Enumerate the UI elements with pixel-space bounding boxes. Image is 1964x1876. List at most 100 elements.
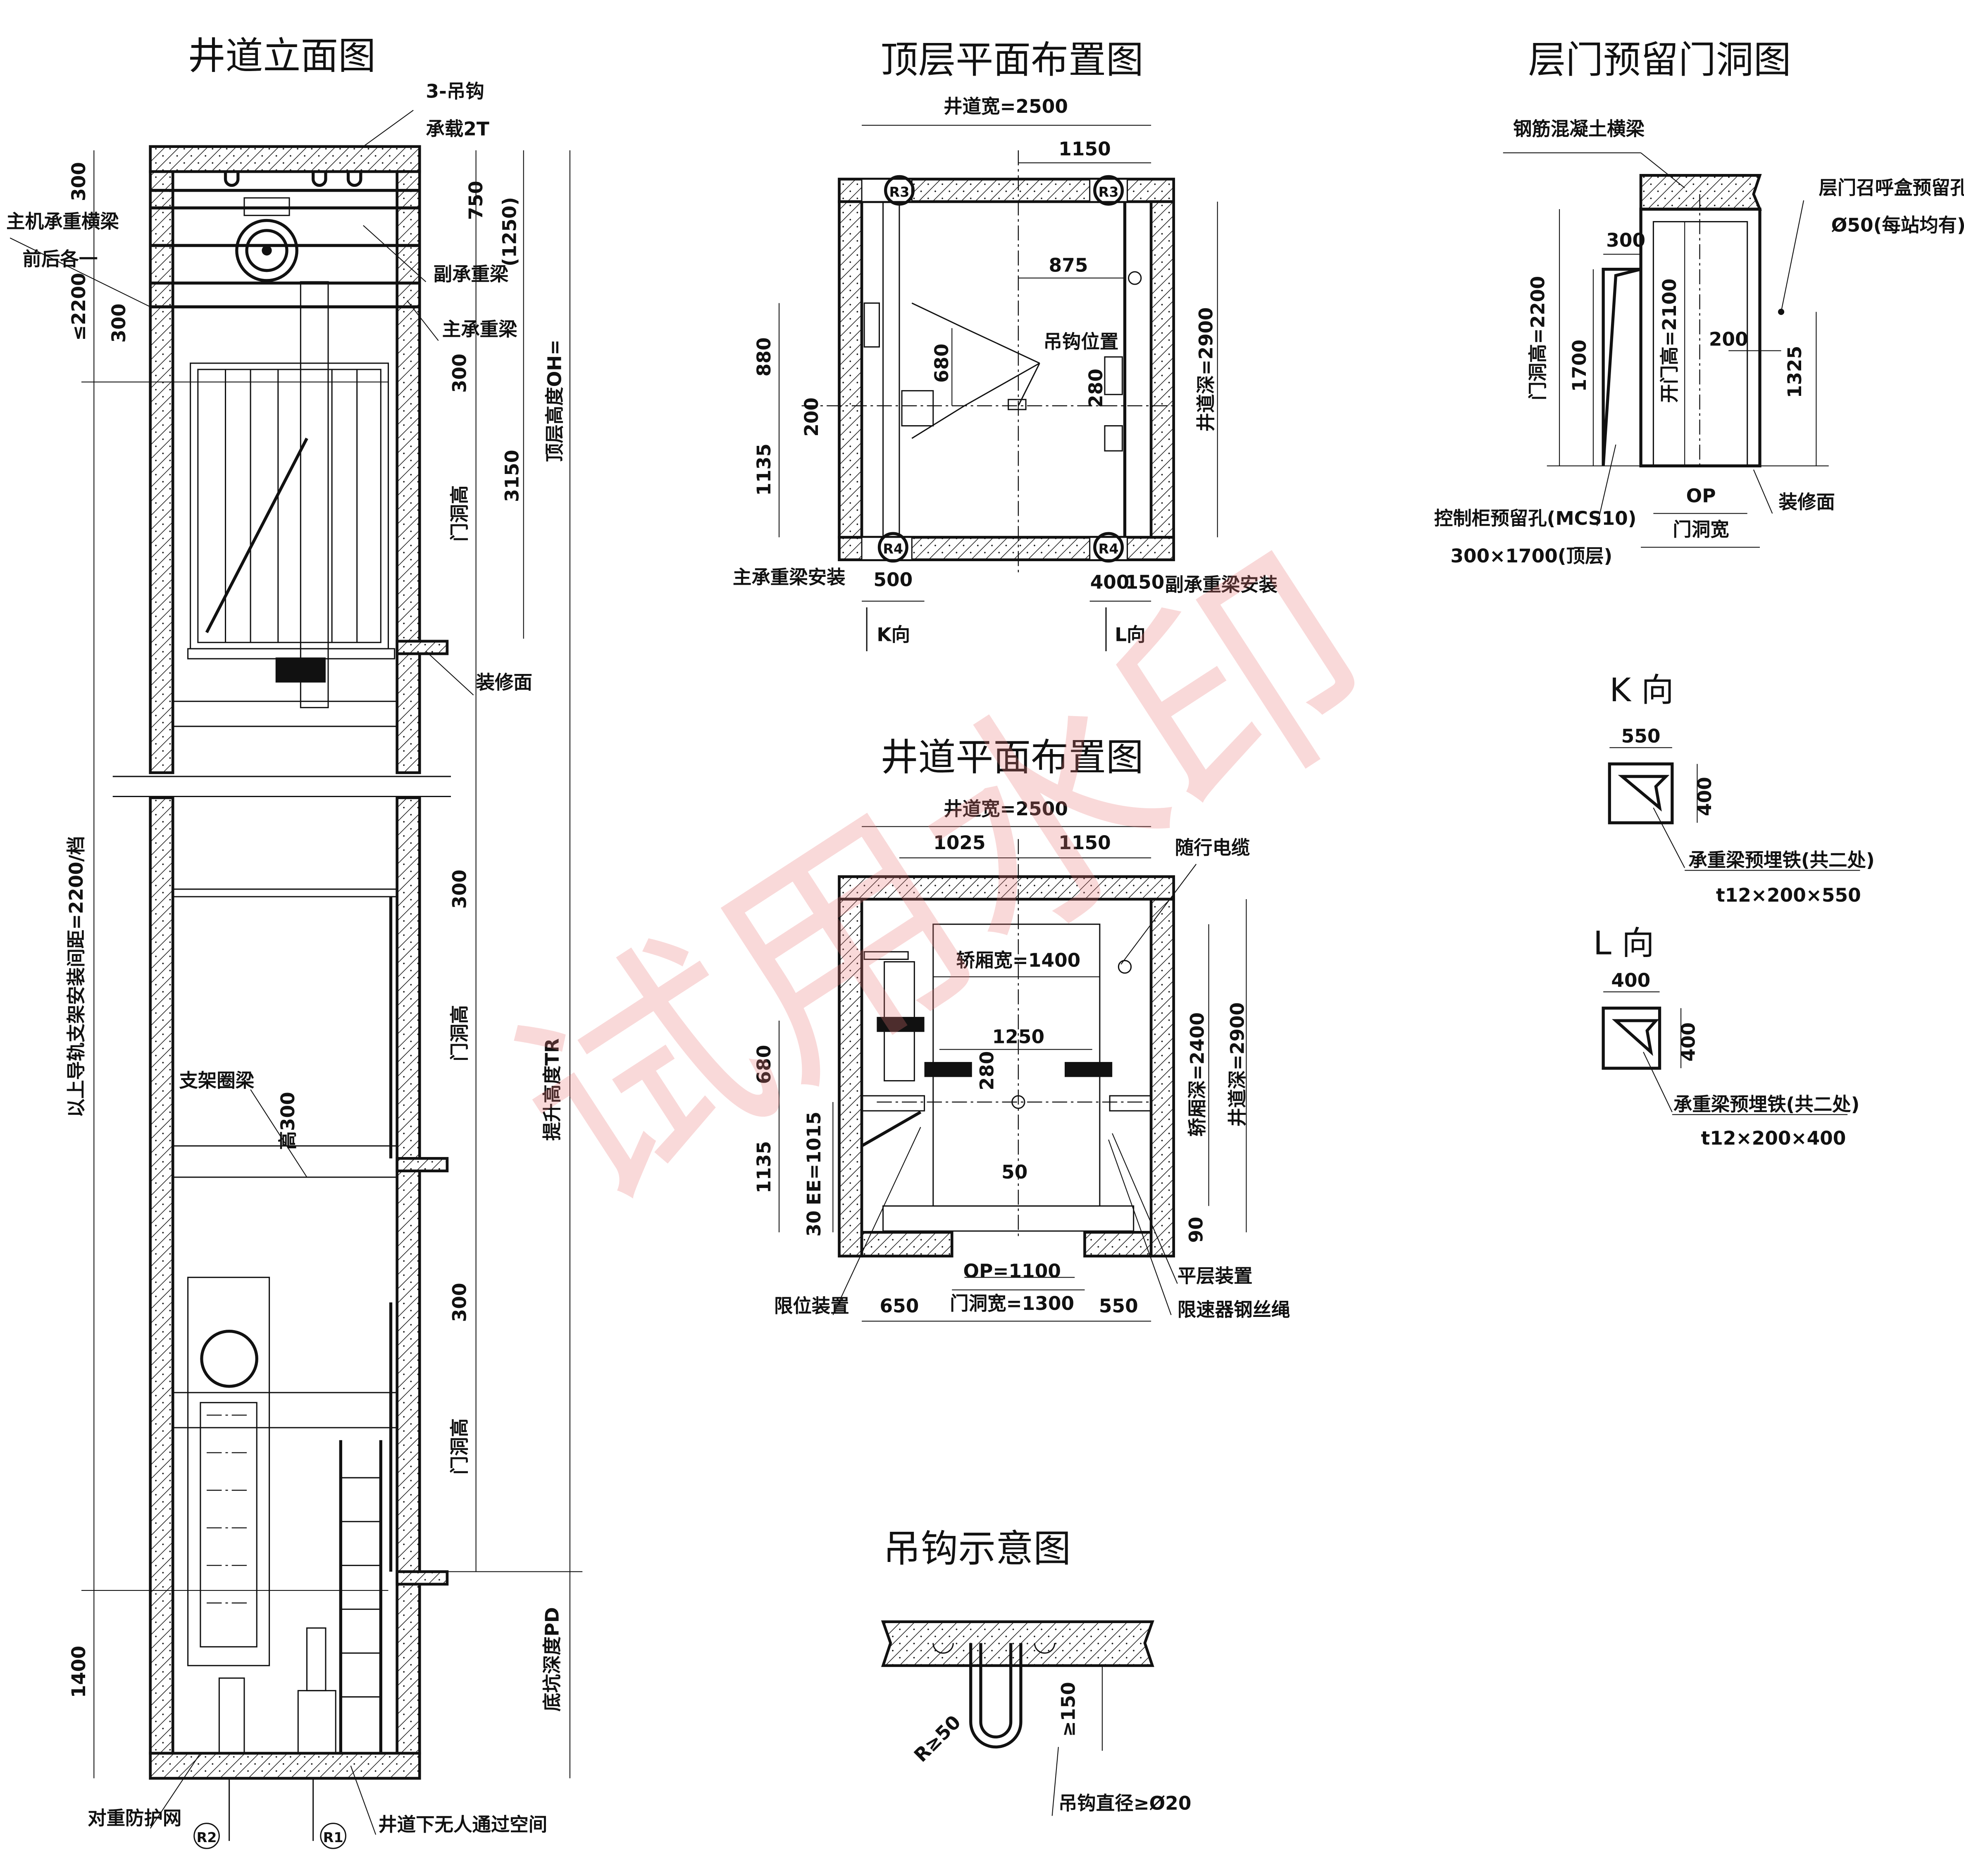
r3-label: R3 [889, 184, 910, 200]
right-wall-upper [396, 170, 421, 774]
finish-face-label: 装修面 [1778, 491, 1835, 513]
shaft-plan-view: 井道平面布置图 [753, 736, 1290, 1322]
rc-beam [1639, 174, 1762, 211]
dim-3150: 3150 [501, 450, 523, 502]
r2-label: R2 [197, 1829, 217, 1845]
dim-30: 30 [803, 1210, 825, 1236]
leader-line [10, 237, 151, 307]
hook-diagram: 吊钩示意图 R≥50 ≥150 吊钩直径≥Ø20 [881, 1527, 1192, 1816]
plate-label: 承重梁预埋铁(共二处) [1688, 849, 1874, 871]
dim-550: 550 [1621, 725, 1661, 747]
dim-1250: 1250 [992, 1026, 1044, 1048]
dim-1250: (1250) [499, 197, 521, 267]
k-direction-label: K向 [877, 624, 910, 646]
shaft-elevation-view: 井道立面图 [6, 35, 583, 1849]
dim-650: 650 [880, 1295, 919, 1317]
dim-400: 400 [1677, 1022, 1699, 1062]
hook-shape [969, 1643, 1023, 1749]
top-slab [149, 145, 421, 173]
ring-beam-label: 支架圈梁 [179, 1070, 254, 1092]
dim-1400: 1400 [68, 1646, 90, 1698]
plate-label: 承重梁预埋铁(共二处) [1673, 1093, 1859, 1115]
call-box-hole [1778, 309, 1785, 315]
dim-1135: 1135 [753, 1141, 775, 1193]
door-opening-dimension-lines [1503, 152, 1829, 548]
r-markers: R3 R3 R4 R4 [877, 175, 1124, 563]
cw-guard-label: 对重防护网 [88, 1807, 181, 1829]
r2-marker [193, 1823, 220, 1849]
embedded-plate [1608, 762, 1674, 824]
elevation-title: 井道立面图 [188, 35, 376, 78]
door-width-label: 门洞宽=1300 [950, 1293, 1074, 1314]
traction-machine-icon [235, 197, 298, 282]
r1-marker [320, 1823, 346, 1849]
door-height-label: 门洞高 [448, 485, 470, 541]
dim-750: 750 [465, 181, 487, 220]
dim-680: 680 [753, 1045, 775, 1084]
hook-length-label: ≥150 [1057, 1682, 1079, 1737]
dim-50: 50 [1001, 1161, 1027, 1183]
door-height-label: 门洞高 [448, 1418, 470, 1474]
door-height-label: 门洞高 [448, 1005, 470, 1061]
dim-880: 880 [753, 337, 775, 376]
door-height-label: 开门高=2100 [1659, 279, 1680, 403]
leader-line [363, 225, 427, 282]
hook-icons [224, 171, 362, 187]
dim-300: 300 [448, 354, 470, 393]
dim-1135: 1135 [753, 443, 775, 495]
primary-beam-label: 主承重梁 [442, 318, 517, 340]
op-label: OP [1686, 485, 1716, 507]
governor-rope-label: 限速器钢丝绳 [1177, 1299, 1290, 1321]
landing-floors [173, 640, 449, 1586]
pit-slab [149, 1752, 421, 1780]
dim-875: 875 [1049, 255, 1088, 276]
ring-beam-height-label: 高300 [277, 1092, 299, 1150]
dim-1325: 1325 [1784, 346, 1806, 398]
k-direction-view: K 向 550 400 承重梁预埋铁(共二处) t12×200×550 [1608, 671, 1875, 906]
l-direction-view: L 向 400 400 承重梁预埋铁(共二处) t12×200×400 [1593, 924, 1859, 1149]
top-plan-title: 顶层平面布置图 [881, 38, 1144, 82]
trailing-cable-label: 随行电缆 [1175, 837, 1250, 859]
leader-line [350, 1765, 377, 1835]
hook-diameter-label: 吊钩直径≥Ø20 [1058, 1792, 1192, 1814]
guide-shoe [924, 1062, 972, 1077]
shaft-plan-title: 井道平面布置图 [881, 736, 1144, 779]
pit-depth-label: 底坑深度PD [541, 1607, 563, 1712]
pit-ladder [339, 1440, 382, 1753]
overhead-label: 顶层高度OH= [544, 340, 566, 462]
opening-width-label: 门洞宽 [1673, 519, 1729, 540]
dim-300: 300 [1606, 229, 1645, 251]
hook-label: 3-吊钩 [426, 80, 484, 102]
embedded-plate [1602, 1007, 1661, 1070]
limit-device-label: 限位装置 [774, 1295, 849, 1317]
plate-size-label: t12×200×400 [1701, 1127, 1846, 1149]
dim-280: 280 [1085, 369, 1107, 408]
dim-550: 550 [1099, 1295, 1138, 1317]
dim-300: 300 [448, 1283, 470, 1322]
shaft-depth-label: 井道深=2900 [1195, 307, 1217, 432]
leader-line [407, 300, 439, 341]
shaft-width-label: 井道宽=2500 [944, 95, 1068, 117]
r1-label: R1 [323, 1829, 343, 1845]
main-beam-install-label: 主承重梁安装 [733, 566, 846, 588]
dim-200: 200 [801, 398, 822, 437]
secondary-beam-label: 副承重梁 [434, 263, 509, 285]
top-floor-plan-view: 顶层平面布置图 R3 R3 R4 R4 [733, 38, 1278, 651]
dim-150: 150 [1125, 571, 1165, 593]
dim-280: 280 [976, 1051, 998, 1090]
car-depth-label: 轿厢深=2400 [1186, 1012, 1208, 1137]
call-box-dia-label: Ø50(每站均有) [1831, 214, 1964, 236]
hook-radius-label: R≥50 [910, 1711, 965, 1766]
travel-label: 提升高度TR [541, 1038, 563, 1141]
r4-label: R4 [883, 541, 903, 557]
dim-400: 400 [1611, 969, 1650, 991]
dim-300: 300 [68, 162, 90, 201]
dim-1150: 1150 [1058, 832, 1111, 854]
l-direction-label: L向 [1115, 624, 1145, 646]
dim-90: 90 [1185, 1217, 1207, 1243]
hook-diagram-title: 吊钩示意图 [883, 1527, 1071, 1571]
op-label: OP=1100 [963, 1260, 1061, 1282]
cabinet-size-label: 300×1700(顶层) [1450, 545, 1612, 567]
leader-line [425, 651, 474, 695]
